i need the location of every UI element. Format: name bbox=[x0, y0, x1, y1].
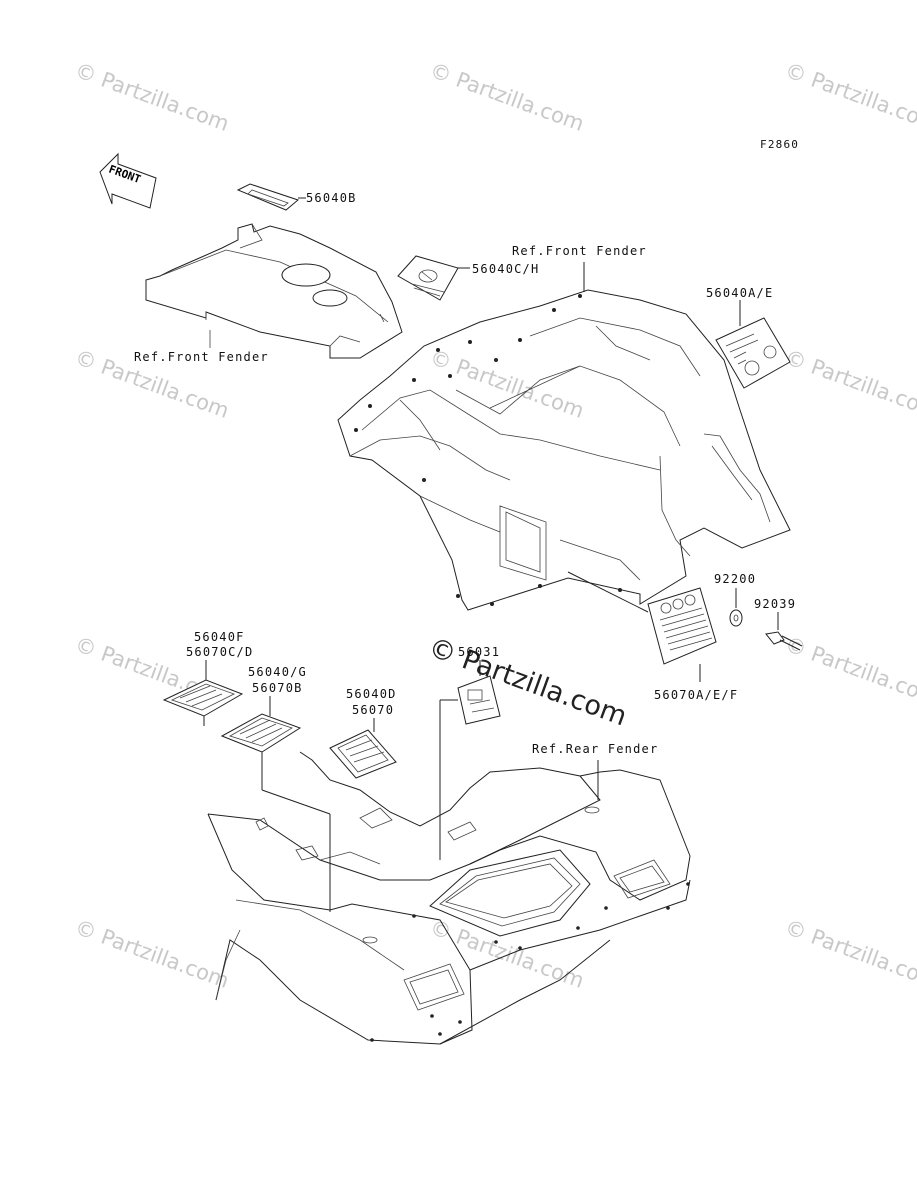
ref-front-fender-left-label: Ref.Front Fender bbox=[134, 350, 269, 364]
part-label-56070b[interactable]: 56070B bbox=[252, 681, 303, 695]
part-label-56040d[interactable]: 56040D bbox=[346, 687, 397, 701]
part-56040f-mat bbox=[162, 660, 244, 726]
part-56070aef-label bbox=[567, 571, 717, 682]
part-label-92039[interactable]: 92039 bbox=[754, 597, 797, 611]
part-label-56040ae[interactable]: 56040A/E bbox=[706, 286, 774, 300]
diagram-code: F2860 bbox=[760, 138, 800, 151]
part-label-56040f[interactable]: 56040F bbox=[194, 630, 245, 644]
front-arrow-icon: FRONT bbox=[99, 152, 157, 209]
part-label-56040ch[interactable]: 56040C/H bbox=[472, 262, 540, 276]
part-56040ae-label bbox=[715, 300, 791, 389]
part-label-56040b[interactable]: 56040B bbox=[306, 191, 357, 205]
part-56040b-label bbox=[236, 183, 306, 211]
part-label-56070[interactable]: 56070 bbox=[352, 703, 395, 717]
part-label-56040g[interactable]: 56040/G bbox=[248, 665, 307, 679]
part-label-56070cd[interactable]: 56070C/D bbox=[186, 645, 254, 659]
part-92039-screw bbox=[765, 612, 803, 651]
front-fender-main-body bbox=[337, 262, 791, 611]
part-label-56031[interactable]: 56031 bbox=[458, 645, 501, 659]
part-label-56070aef[interactable]: 56070A/E/F bbox=[654, 688, 739, 702]
front-fender-center-panel bbox=[145, 223, 403, 359]
part-56040ch-label bbox=[397, 255, 470, 301]
part-56040d-mat bbox=[329, 718, 397, 779]
rear-fender-body bbox=[207, 751, 691, 1045]
part-56031-label bbox=[439, 660, 501, 860]
ref-rear-fender-label: Ref.Rear Fender bbox=[532, 742, 659, 756]
part-label-92200[interactable]: 92200 bbox=[714, 572, 757, 586]
part-92200-washer bbox=[729, 588, 743, 627]
part-56040g-mat bbox=[220, 696, 302, 790]
ref-front-fender-top-label: Ref.Front Fender bbox=[512, 244, 647, 258]
